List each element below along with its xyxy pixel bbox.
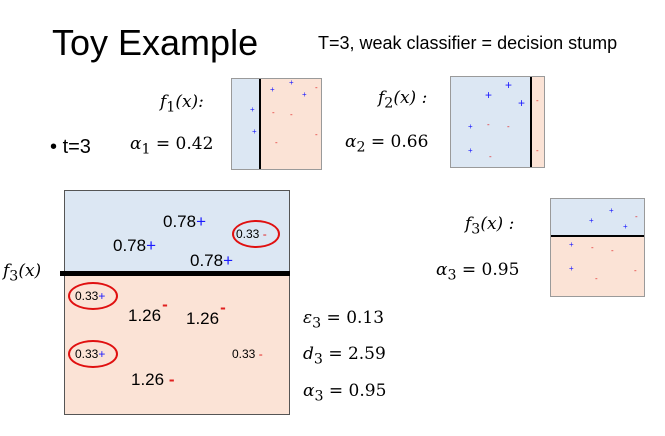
misclassified-highlight	[68, 282, 118, 310]
point-weight: 1.26 -	[131, 370, 175, 389]
point-weight: 0.78+	[163, 212, 207, 231]
bullet-text: t=3	[62, 136, 91, 158]
misclassified-highlight	[232, 220, 280, 248]
epsilon3-value: ε3 = 0.13	[303, 308, 385, 332]
alpha3-label: α3 = 0.95	[436, 260, 520, 284]
f3-decision-boundary	[60, 271, 290, 276]
bullet-t: • t=3	[50, 136, 91, 158]
slide-subtitle: T=3, weak classifier = decision stump	[318, 33, 618, 53]
point-weight: 0.78+	[190, 251, 234, 270]
f3-label: f3(x) :	[465, 214, 515, 238]
f2-stump-plot: +++ ++ -----	[450, 76, 545, 168]
point-weight: 0.33+	[75, 347, 106, 361]
point-weight: 1.26-	[128, 295, 168, 325]
alpha2-label: α2 = 0.66	[345, 132, 429, 156]
d3-value: d3 = 2.59	[303, 344, 386, 368]
alpha1-label: α1 = 0.42	[130, 134, 214, 158]
point-weight: 0.33+	[75, 289, 106, 303]
alpha3-stat-value: α3 = 0.95	[303, 381, 387, 405]
misclassified-highlight	[68, 340, 118, 368]
point-weight: 0.33 -	[236, 227, 267, 241]
f1-stump-plot: ++ +++ -----	[231, 78, 322, 170]
point-weight: 0.33 -	[232, 347, 263, 361]
point-weight: 1.26-	[186, 298, 226, 328]
f3-side-label: f3(x)	[3, 261, 42, 285]
slide-title: Toy Example	[52, 22, 259, 63]
point-weight: 0.78+	[113, 236, 157, 255]
f1-label: f1(x):	[160, 92, 204, 116]
f3-stump-plot: +++- ++ ----	[550, 198, 645, 297]
f2-label: f2(x) :	[378, 88, 428, 112]
